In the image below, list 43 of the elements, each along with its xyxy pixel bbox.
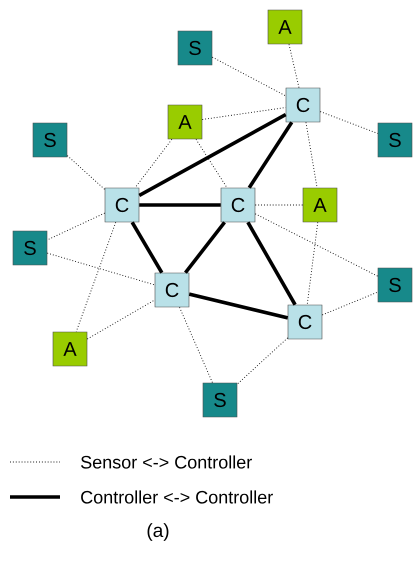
connector-line <box>138 112 287 198</box>
connector-line <box>305 122 318 188</box>
controller-box: C <box>104 188 140 222</box>
sensor-box: S <box>378 122 412 158</box>
sensor-box: S <box>178 30 212 66</box>
actuator-box: A <box>52 332 88 366</box>
actuator-box: A <box>268 10 302 44</box>
connector-line <box>254 204 304 206</box>
connector-line <box>322 292 378 316</box>
connector-line <box>184 221 226 274</box>
connector-line <box>139 203 221 207</box>
connector-line <box>188 292 288 320</box>
legend-text: Sensor <-> Controller <box>81 455 252 469</box>
connector-line <box>86 300 156 340</box>
sensor-box: S <box>202 382 238 418</box>
connector-line <box>254 213 378 277</box>
actuator-box: A <box>168 104 202 140</box>
connector-line <box>46 212 106 240</box>
connector-line <box>320 111 378 134</box>
caption: (a) <box>148 523 168 541</box>
sensor-box: S <box>378 268 412 302</box>
connector-line <box>76 222 116 332</box>
connector-line <box>248 121 294 189</box>
connector-line <box>236 337 288 385</box>
controller-box: C <box>220 188 256 222</box>
connector-line <box>46 252 156 286</box>
connector-line <box>134 138 172 188</box>
connector-line <box>288 44 300 88</box>
controller-box: C <box>286 88 320 122</box>
controller-box: C <box>154 272 190 308</box>
sensor-box: S <box>12 230 48 266</box>
legend-text: Controller <-> Controller <box>81 490 273 504</box>
connector-line <box>212 56 286 96</box>
connector-line <box>179 306 213 384</box>
actuator-box: A <box>302 188 338 222</box>
connector-line <box>306 222 318 306</box>
connector-line <box>66 155 106 190</box>
connector-line <box>202 107 286 120</box>
sensor-box: S <box>32 122 68 158</box>
connector-line <box>130 221 164 274</box>
connector-line <box>196 138 228 188</box>
controller-box: C <box>288 304 322 340</box>
connector-line <box>246 221 297 306</box>
